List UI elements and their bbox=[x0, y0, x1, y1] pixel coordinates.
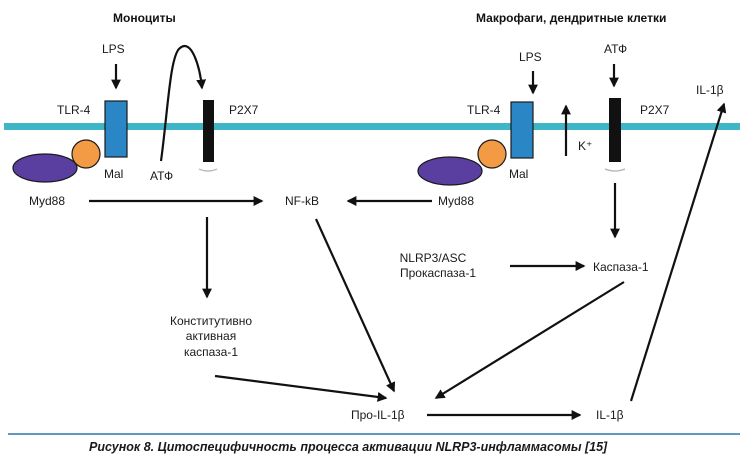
right-mal-shape bbox=[477, 139, 507, 169]
left-p2x7-channel bbox=[203, 100, 214, 162]
caspase1-to-proil1b-arrow bbox=[434, 281, 625, 399]
figure-caption: Рисунок 8. Цитоспецифичность процесса ак… bbox=[89, 440, 608, 454]
constitutive-to-proil1b-arrow bbox=[214, 374, 388, 402]
left-p2x7-label: P2X7 bbox=[229, 103, 259, 117]
right-mal-label: Mal bbox=[509, 167, 528, 181]
left-tlr4-label: TLR-4 bbox=[57, 103, 91, 117]
left-p2x7-base bbox=[198, 168, 218, 172]
left-myd88-shape bbox=[12, 153, 78, 183]
il1b-secretion-arrow bbox=[629, 102, 727, 402]
right-k-label: K⁺ bbox=[578, 139, 592, 153]
right-p2x7-label: P2X7 bbox=[640, 103, 670, 117]
caspase1-label: Каспаза-1 bbox=[593, 260, 649, 274]
left-tlr4-receptor bbox=[104, 100, 128, 158]
left-atp-curved-arrow bbox=[159, 44, 207, 162]
left-mal-label: Mal bbox=[104, 167, 123, 181]
left-mal-shape bbox=[71, 139, 101, 169]
nfkb-label: NF-kB bbox=[285, 194, 319, 208]
right-tlr4-label: TLR-4 bbox=[467, 103, 501, 117]
left-myd88-label: Myd88 bbox=[29, 194, 65, 208]
right-atp-label: АТФ bbox=[604, 42, 627, 56]
right-tlr4-receptor bbox=[510, 101, 534, 159]
nlrp3-asc-label: NLRP3/ASC bbox=[400, 251, 467, 265]
constitutive-line2: активная bbox=[186, 329, 236, 343]
header-monocytes: Моноциты bbox=[113, 11, 176, 25]
pro-il1b-label: Про-IL-1β bbox=[351, 408, 405, 422]
il1b-label: IL-1β bbox=[596, 408, 624, 422]
right-myd88-label: Myd88 bbox=[438, 194, 474, 208]
left-atp-label: АТФ bbox=[150, 169, 173, 183]
right-p2x7-base bbox=[604, 168, 626, 172]
cell-membrane bbox=[4, 123, 740, 130]
right-il1b-out-label: IL-1β bbox=[696, 83, 724, 97]
header-macrophages: Макрофаги, дендритные клетки bbox=[476, 11, 666, 25]
constitutive-line3: каспаза-1 bbox=[184, 345, 238, 359]
right-myd88-shape bbox=[417, 156, 483, 186]
left-lps-label: LPS bbox=[102, 42, 125, 56]
nfkb-to-proil1b-arrow bbox=[314, 218, 396, 393]
procaspase1-label: Прокаспаза-1 bbox=[400, 266, 476, 280]
right-lps-label: LPS bbox=[519, 50, 542, 64]
right-p2x7-channel bbox=[609, 98, 621, 162]
constitutive-line1: Конститутивно bbox=[170, 314, 252, 328]
